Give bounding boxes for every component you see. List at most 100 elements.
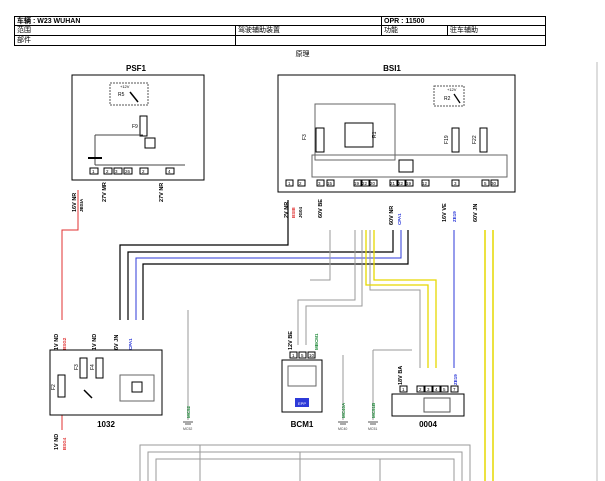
svg-text:MC51B: MC51B [371, 402, 376, 418]
svg-text:F2: F2 [51, 384, 57, 390]
c0004-label: 0004 [419, 420, 437, 429]
c0004-wire-labels: 18V BA ZE19 [398, 366, 458, 385]
svg-text:MBCM1: MBCM1 [314, 333, 319, 350]
bsi1-fuse-f3 [315, 127, 325, 153]
header-row-part: 部件 [14, 36, 546, 46]
psf1-fuse [139, 115, 148, 137]
svg-text:18V BA: 18V BA [398, 366, 404, 385]
scope-label: 范围 [17, 27, 31, 34]
svg-text:22: 22 [398, 181, 404, 186]
svg-text:BSG4: BSG4 [62, 437, 67, 450]
svg-text:1: 1 [92, 169, 95, 174]
svg-text:21: 21 [390, 181, 396, 186]
svg-text:16V NR: 16V NR [72, 193, 78, 212]
svg-text:CPA1: CPA1 [397, 213, 402, 225]
bcm1-label: BCM1 [291, 420, 314, 429]
bsi1-ecu [398, 159, 414, 173]
c1032-label: 1032 [97, 420, 115, 429]
svg-text:MC51: MC51 [368, 427, 377, 431]
svg-text:26: 26 [125, 169, 131, 174]
svg-text:JBSIA: JBSIA [79, 198, 84, 212]
svg-text:ZE19: ZE19 [453, 374, 458, 385]
svg-text:7: 7 [453, 387, 456, 392]
bsi1-inner [314, 103, 396, 161]
svg-text:F4: F4 [90, 364, 96, 370]
svg-text:10: 10 [309, 353, 315, 358]
bcm1-pins: 1 5 10 [289, 351, 316, 359]
wire-grey-1 [297, 230, 356, 345]
wire-black-2 [127, 230, 394, 320]
svg-text:6V JN: 6V JN [114, 335, 120, 350]
svg-text:R2: R2 [444, 96, 451, 102]
svg-text:19: 19 [354, 181, 360, 186]
psf1-label: PSF1 [126, 64, 147, 73]
c0004-box [391, 393, 465, 417]
wire-blue-cpa [135, 230, 402, 320]
psf1-box [71, 74, 205, 181]
wire-grey-2 [305, 230, 363, 345]
bsi1-label: BSI1 [383, 64, 401, 73]
psf1-wire-labels: 16V NR JBSIA 27V MR 27V NR [72, 182, 165, 212]
svg-text:JG04: JG04 [298, 206, 303, 218]
psf1-r5: R5 [118, 92, 125, 98]
svg-text:4: 4 [435, 387, 438, 392]
part-value [235, 36, 547, 45]
bsi1-pins: 1 2 3 15 19 22 20 21 22 19 12 3 5 30 [285, 179, 499, 187]
opr-label: OPR : 11500 [381, 17, 547, 25]
bcm1-wire-labels: 12V BE MBCM1 [288, 331, 319, 350]
svg-text:30: 30 [491, 181, 497, 186]
svg-text:1V ND: 1V ND [92, 334, 98, 350]
svg-text:60V NR: 60V NR [389, 206, 395, 225]
svg-text:2V NR: 2V NR [284, 202, 290, 218]
wire-black-1 [119, 200, 289, 320]
svg-text:1: 1 [402, 387, 405, 392]
diagram-caption: 原理 [295, 51, 310, 58]
svg-text:12: 12 [422, 181, 428, 186]
svg-text:1V ND: 1V ND [54, 434, 60, 450]
header-row-scope: 范围 驾驶辅助装置 功能 驻车辅助 [14, 26, 546, 36]
svg-text:BSIB: BSIB [291, 206, 296, 218]
scope-value: 驾驶辅助装置 [235, 26, 381, 35]
svg-text:3: 3 [427, 387, 430, 392]
bsi1-f3-label: F3 [302, 134, 308, 140]
svg-text:15: 15 [327, 181, 333, 186]
vehicle-label: 车辆 : W23 WUHAN [17, 18, 81, 25]
svg-text:5: 5 [443, 387, 446, 392]
bsi1-fuse-f19 [451, 127, 460, 153]
bsi1-wire-labels: 2V NR BSIB JG04 60V BE 60V NR CPA1 16V V… [284, 199, 479, 225]
svg-text:MC52: MC52 [186, 405, 191, 418]
bsi1-relay-r2 [433, 85, 465, 107]
svg-text:CPA1: CPA1 [128, 338, 133, 350]
svg-text:2: 2 [419, 387, 422, 392]
svg-text:F22: F22 [472, 135, 478, 144]
wire-grey-3 [369, 230, 421, 368]
svg-text:MC52: MC52 [183, 427, 192, 431]
ground-names: MC52 MC40 MC51 [183, 427, 377, 431]
svg-text:4: 4 [168, 169, 171, 174]
svg-text:27V MR: 27V MR [102, 182, 108, 202]
svg-text:3: 3 [318, 181, 321, 186]
ground-labels: MC52 MC40A MC51B [186, 402, 376, 418]
c1032-fuse-f3 [79, 357, 88, 379]
svg-text:5: 5 [301, 353, 304, 358]
svg-text:22: 22 [362, 181, 368, 186]
lower-wiring [139, 444, 471, 481]
svg-text:BSG2: BSG2 [62, 337, 67, 350]
wire-yellow-1 [365, 230, 429, 368]
svg-text:2: 2 [106, 169, 109, 174]
wire-yellow-2 [373, 230, 437, 368]
svg-text:2: 2 [142, 169, 145, 174]
part-label: 部件 [17, 37, 31, 44]
bsi1-lower-module [311, 154, 508, 178]
svg-text:2: 2 [299, 181, 302, 186]
svg-text:F19: F19 [444, 135, 450, 144]
wire-red-psf [61, 190, 79, 320]
svg-text:16V VE: 16V VE [442, 203, 448, 222]
bsi1-box [277, 74, 516, 193]
c1032-module [119, 374, 155, 402]
svg-text:F3: F3 [74, 364, 80, 370]
svg-text:19: 19 [406, 181, 412, 186]
psf1-pins: 1 2 3 26 2 4 [89, 167, 175, 175]
svg-text:MC40: MC40 [338, 427, 347, 431]
